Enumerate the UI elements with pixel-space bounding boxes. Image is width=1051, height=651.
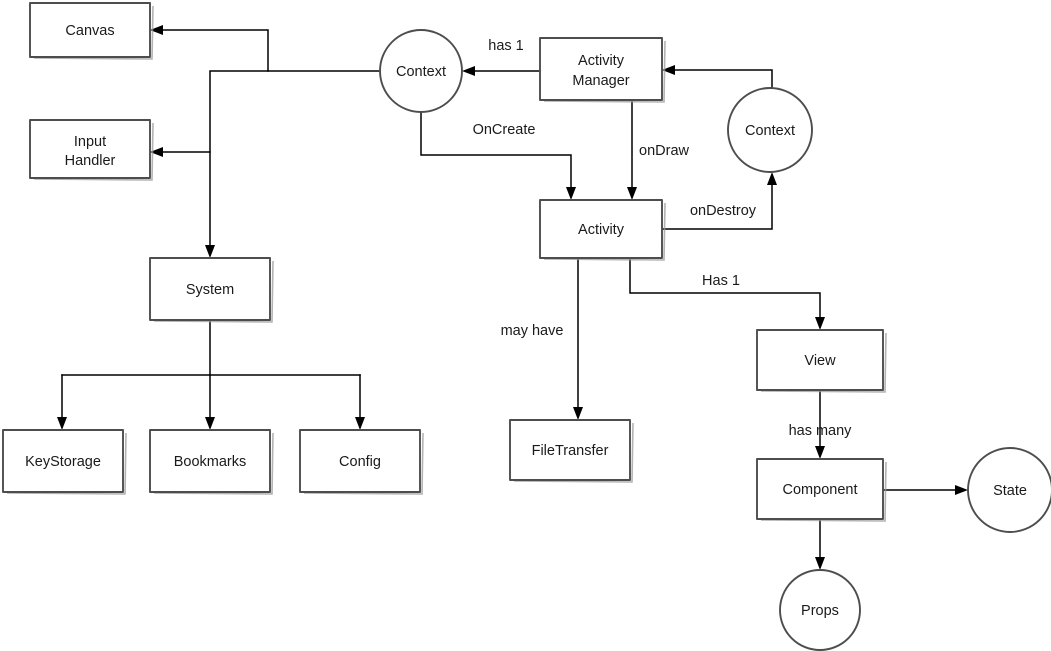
node-state[interactable]: State	[967, 447, 1051, 533]
arrowhead-keystorage	[57, 417, 67, 430]
edge-activity-to-view	[629, 257, 821, 323]
edge-label-has-1-top: has 1	[488, 38, 523, 54]
edge-context-right-to-activity-manager	[669, 69, 773, 89]
node-activity-manager[interactable]: Activity Manager	[539, 37, 666, 103]
edge-label-has-1-right: Has 1	[702, 273, 740, 289]
arrowhead-context-right	[767, 172, 777, 185]
arrowhead-bookmarks	[205, 417, 215, 430]
node-view[interactable]: View	[756, 329, 887, 393]
node-activity[interactable]: Activity	[539, 199, 666, 261]
arrowhead-props	[815, 557, 825, 570]
arrowhead-filetransfer	[573, 407, 583, 420]
edge-context-left-to-canvas	[157, 29, 381, 72]
node-canvas[interactable]: Canvas	[29, 2, 154, 60]
edge-context-left-to-activity	[420, 111, 572, 193]
arrowhead-activity-ondraw	[627, 187, 637, 200]
edge-context-left-to-system	[209, 70, 269, 251]
node-system[interactable]: System	[149, 257, 274, 323]
node-keystorage[interactable]: KeyStorage	[2, 429, 127, 495]
arrowhead-component	[815, 446, 825, 459]
node-filetransfer[interactable]: FileTransfer	[509, 419, 634, 483]
edge-label-ondestroy: onDestroy	[690, 203, 757, 219]
edge-activity-to-context-right	[661, 179, 773, 230]
arrowhead-canvas	[150, 25, 163, 35]
edge-label-may-have: may have	[501, 323, 564, 339]
edge-label-oncreate: OnCreate	[473, 122, 536, 138]
arrowhead-input-handler	[150, 147, 163, 157]
arrowhead-context-left	[462, 66, 475, 76]
edge-label-ondraw: onDraw	[639, 143, 689, 159]
node-input-handler[interactable]: Input Handler	[29, 119, 154, 181]
node-config[interactable]: Config	[299, 429, 424, 495]
node-context-left[interactable]: Context	[379, 29, 463, 113]
arrowhead-activity-oncreate	[566, 187, 576, 200]
node-props[interactable]: Props	[779, 569, 861, 651]
arrowhead-system	[205, 245, 215, 258]
node-bookmarks[interactable]: Bookmarks	[149, 429, 274, 495]
node-component[interactable]: Component	[756, 458, 887, 522]
arrowhead-activity-manager	[662, 65, 675, 75]
connector-layer	[57, 25, 968, 570]
arrowhead-view	[815, 317, 825, 330]
node-context-right[interactable]: Context	[727, 87, 813, 173]
arrowhead-config	[355, 417, 365, 430]
arrowhead-state	[955, 485, 968, 495]
